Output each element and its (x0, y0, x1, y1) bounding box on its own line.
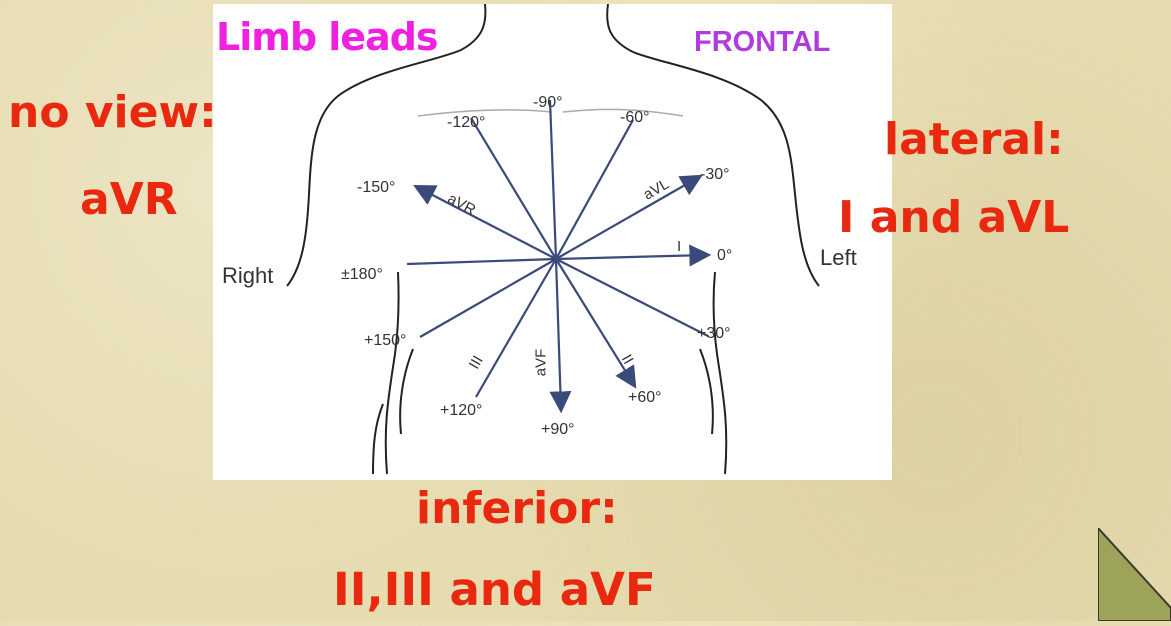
next-slide-button[interactable] (1098, 528, 1171, 621)
hexaxial-svg (213, 4, 892, 480)
angle-plus-90: +90° (541, 422, 575, 438)
axis-avf-vector (556, 259, 561, 409)
right-label: Right (222, 265, 273, 287)
angle-minus-60: -60° (620, 110, 650, 126)
center-point (553, 256, 559, 262)
angle-minus-30: -30° (700, 167, 730, 183)
axis-180 (407, 259, 556, 264)
angle-plus-120: +120° (440, 403, 482, 419)
angle-plus-150: +150° (364, 333, 406, 349)
lateral-leads: I and aVL (838, 196, 1069, 240)
angle-zero: 0° (717, 248, 732, 264)
angle-plus-30: +30° (697, 326, 731, 342)
lead-avf-label: aVF (533, 349, 548, 377)
axis-i-vector (556, 255, 707, 259)
inferior-heading: inferior: (416, 487, 618, 531)
inferior-leads: II,III and aVF (333, 567, 656, 612)
axis-iii-vector (476, 259, 556, 397)
angle-minus-120: -120° (447, 115, 485, 131)
triangle-right-icon (1098, 528, 1171, 621)
angle-minus-90: -90° (533, 95, 563, 111)
lateral-heading: lateral: (884, 118, 1064, 162)
hexaxial-diagram (213, 4, 892, 480)
no-view-leads: aVR (80, 178, 178, 222)
no-view-heading: no view: (8, 91, 217, 135)
lead-i-label: I (677, 239, 681, 254)
frontal-title: FRONTAL (694, 28, 830, 57)
angle-plus-minus-180: ±180° (341, 267, 383, 283)
axis-minus-90 (550, 100, 556, 259)
left-label: Left (820, 247, 857, 269)
axis-vectors (407, 100, 708, 409)
angle-minus-150: -150° (357, 180, 395, 196)
torso-outline (287, 4, 819, 474)
angle-plus-60: +60° (628, 390, 662, 406)
limb-leads-title: Limb leads (216, 18, 438, 56)
axis-plus-150 (420, 259, 556, 337)
